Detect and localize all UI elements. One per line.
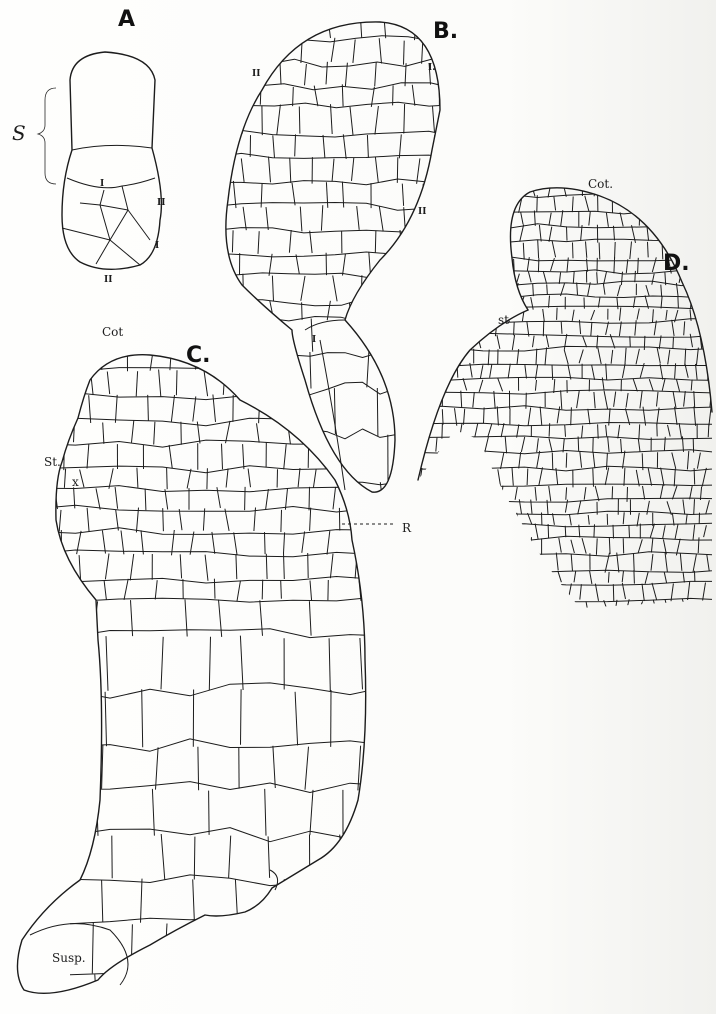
label-c-st: St. (44, 455, 61, 469)
figure-a: S I II I II A (12, 7, 165, 285)
figure-c: Cot St. x R Susp. C. (17, 325, 412, 1008)
figure-c-cells (17, 351, 390, 1008)
label-a-ii-bottom: II (104, 275, 112, 285)
label-c-x: x (72, 475, 79, 489)
figure-d-letter: D. (663, 251, 690, 276)
label-a-i-center: I (100, 179, 104, 189)
figure-b-letter: B. (433, 19, 458, 44)
cell-walls (210, 19, 460, 324)
cell-walls (400, 184, 716, 612)
figure-b: II I. II I B. (210, 19, 460, 502)
label-b-i-stalk: I (312, 335, 316, 345)
label-d-cot: Cot. (588, 177, 613, 191)
figure-d: Cot. st D. (400, 177, 716, 612)
label-a-i-right: I (155, 241, 159, 251)
label-a-ii-right: II (157, 198, 165, 208)
label-c-cot: Cot (102, 325, 123, 339)
label-b-ii-right: II (418, 207, 426, 217)
label-c-r: R (402, 521, 412, 535)
figure-d-cells (400, 184, 716, 612)
figure-a-cells (62, 52, 161, 269)
label-c-susp: Susp. (52, 951, 86, 965)
label-b-i-top: I. (428, 63, 435, 73)
figure-b-cells (210, 19, 460, 502)
cell-walls (70, 600, 390, 1008)
figure-a-letter: A (118, 7, 135, 32)
s-brace (38, 88, 56, 184)
cell-walls (275, 319, 415, 502)
label-d-st: st (498, 313, 509, 327)
label-b-ii-left: II (252, 69, 260, 79)
label-a-s: S (12, 121, 26, 145)
figure-c-letter: C. (186, 343, 211, 368)
